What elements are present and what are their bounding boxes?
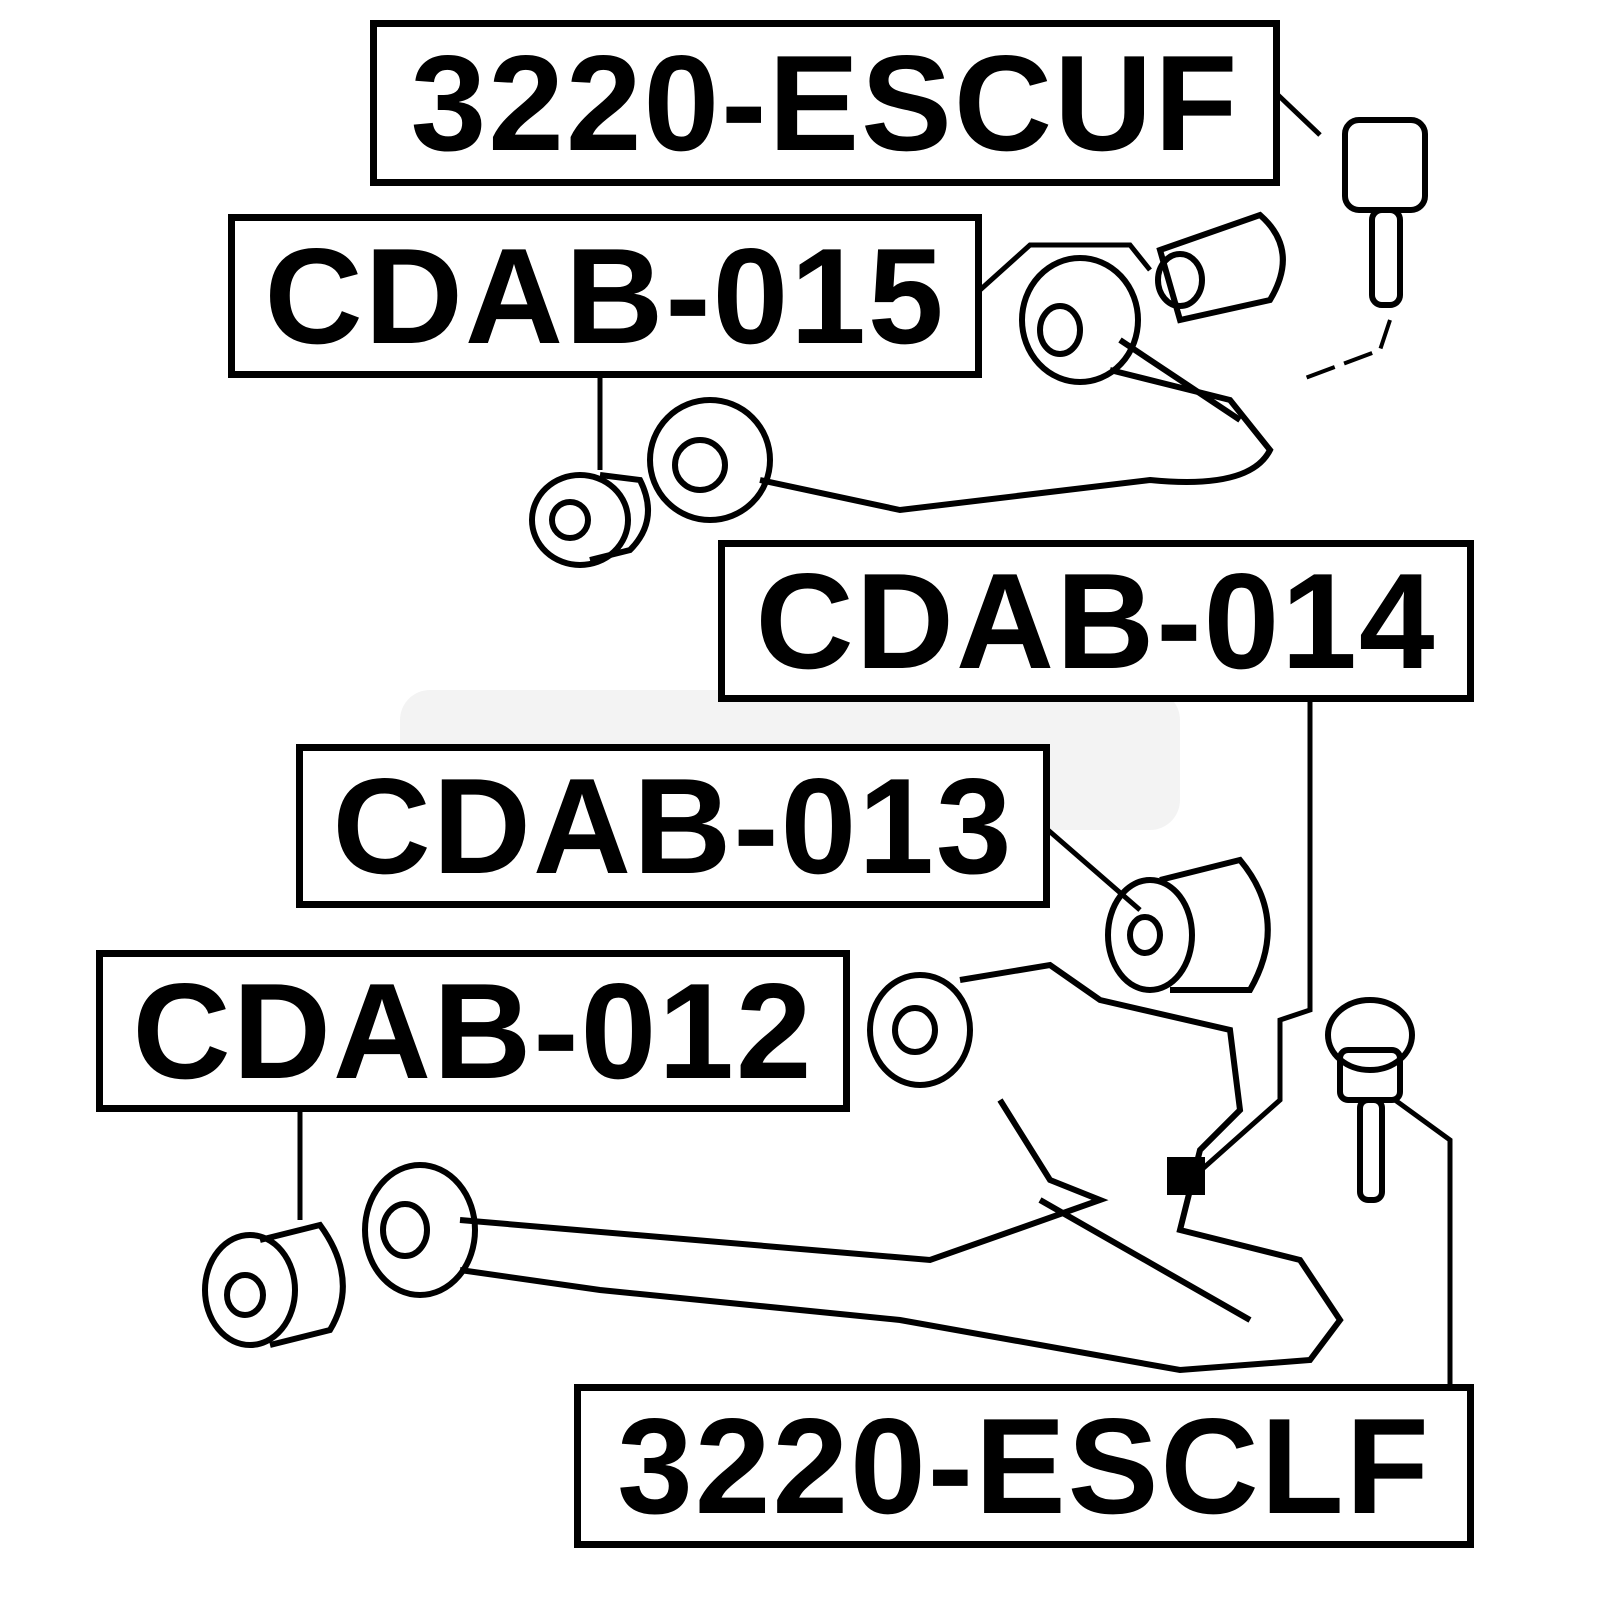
leader-escuf xyxy=(1276,93,1322,137)
label-cdab-014: CDAB-014 xyxy=(718,540,1474,702)
label-cdab-012: CDAB-012 xyxy=(96,950,850,1112)
leader-esclf xyxy=(1393,1097,1453,1384)
upper-ball-joint-drawing xyxy=(1299,117,1428,382)
leader-013 xyxy=(1046,828,1142,912)
lower-ball-joint-drawing xyxy=(1325,997,1415,1203)
lower-arm-drawing xyxy=(202,961,1344,1374)
leader-lines xyxy=(297,93,1453,1384)
leader-014 xyxy=(1188,700,1313,1182)
upper-arm-drawing xyxy=(529,211,1286,568)
leader-015 xyxy=(978,242,1152,292)
label-cdab-015: CDAB-015 xyxy=(228,214,982,378)
label-3220-escuf: 3220-ESCUF xyxy=(370,20,1280,186)
bushing-013-drawing xyxy=(1105,856,1271,993)
label-3220-esclf: 3220-ESCLF xyxy=(574,1384,1474,1548)
label-cdab-013: CDAB-013 xyxy=(296,744,1050,908)
